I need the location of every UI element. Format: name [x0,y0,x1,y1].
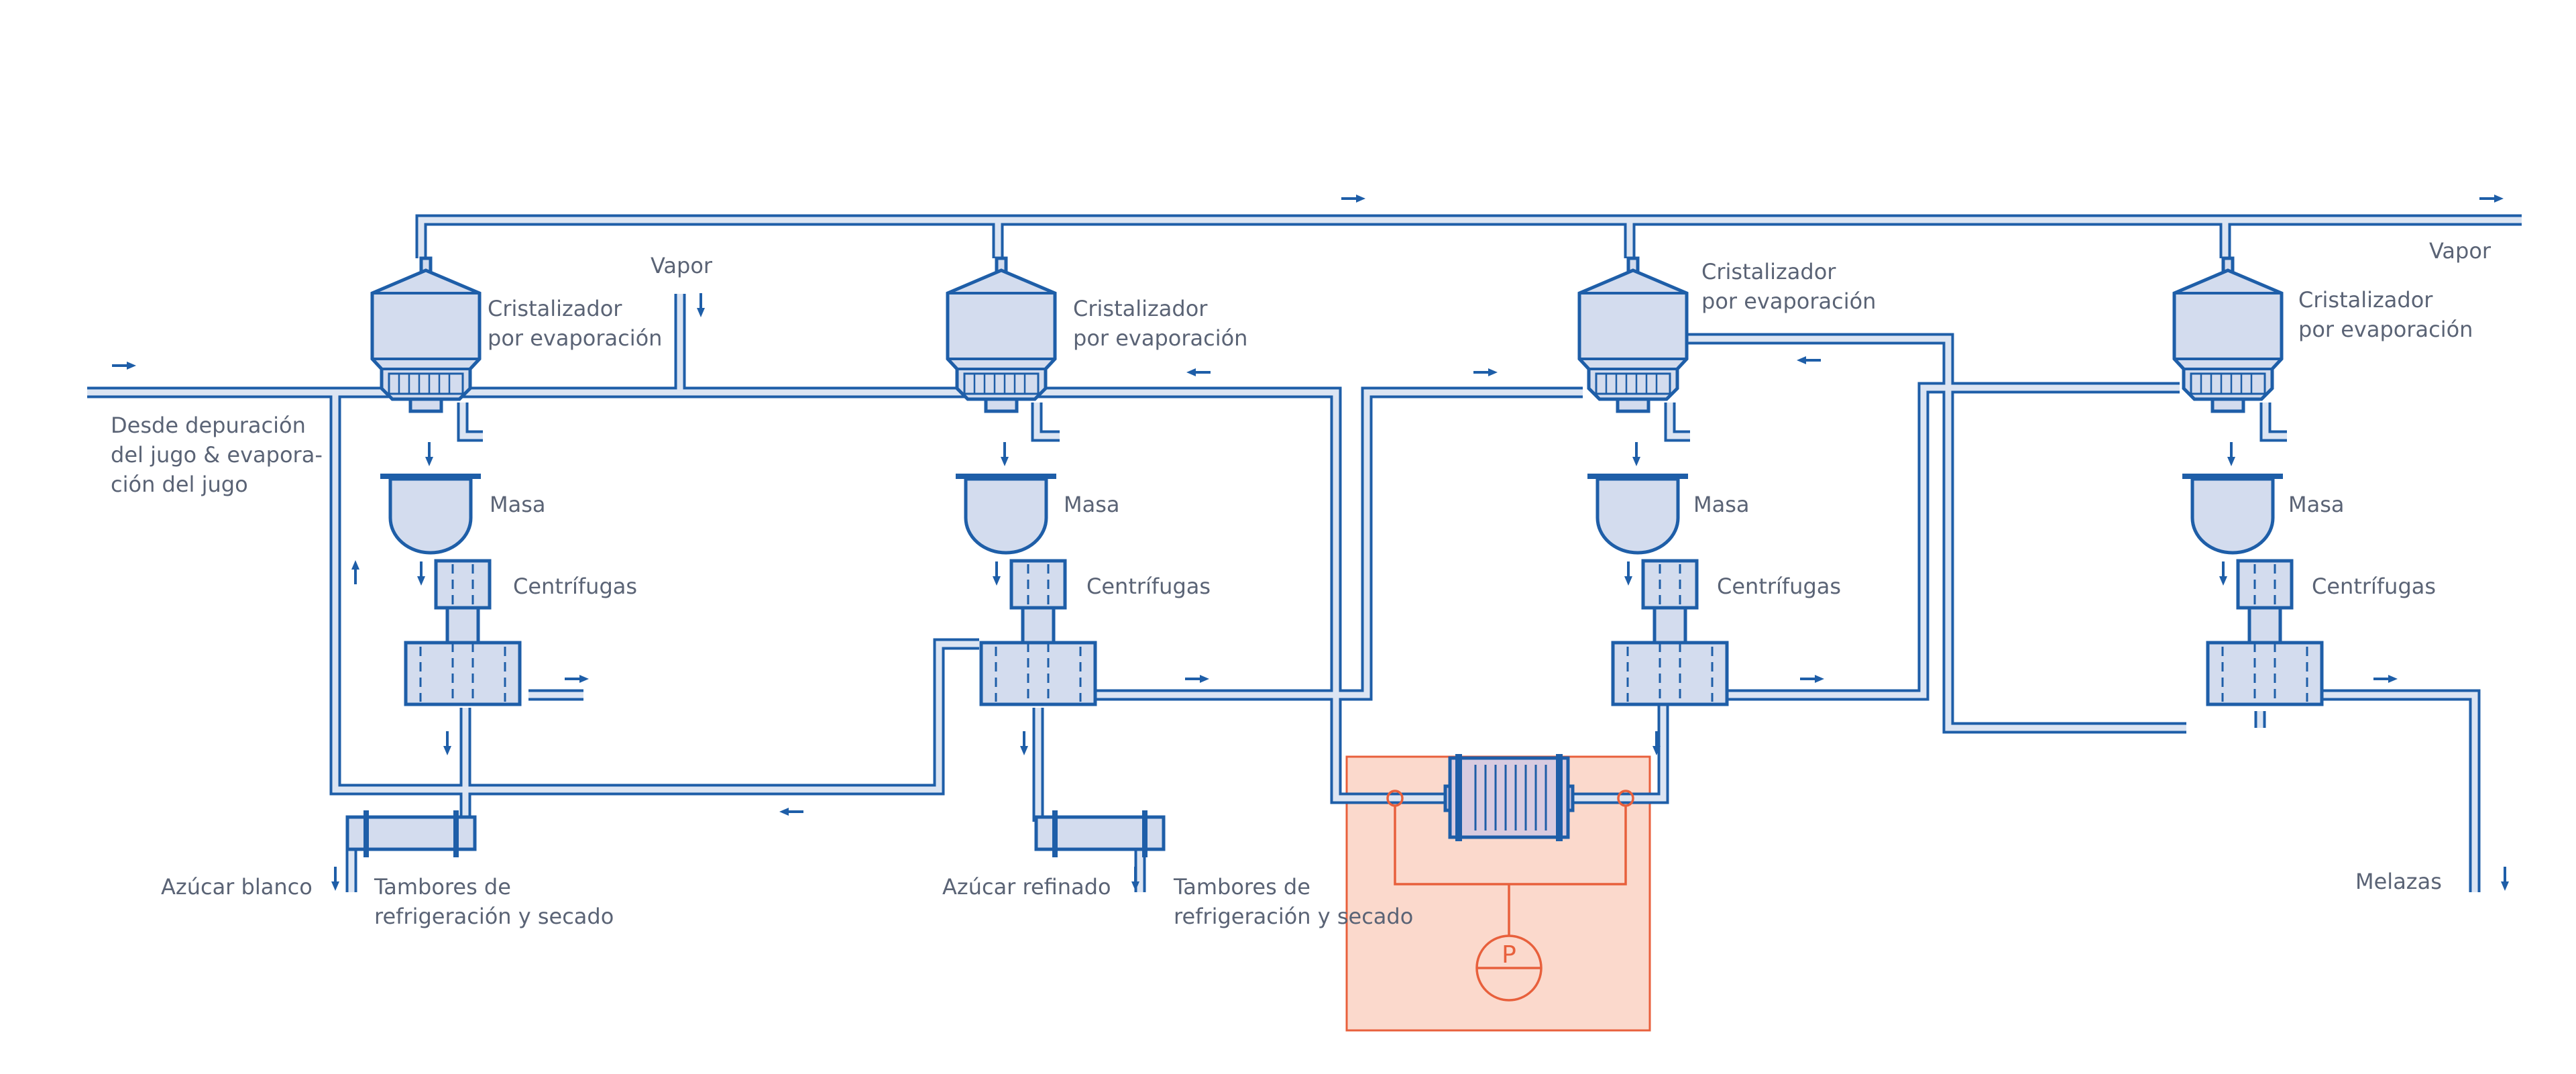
flow-arrow-icon [1185,367,1212,378]
flow-arrow-icon [1623,560,1634,587]
crystallizer-3-label-line-1: Cristalizador [1701,259,1836,284]
crystallizer-1-label-line-2: por evaporación [488,325,662,351]
flow-arrow-icon [1184,674,1211,684]
flow-arrow-icon [2372,674,2399,684]
masa-tank-4-icon [2182,474,2283,553]
crystallizer-1-icon [372,258,480,411]
centrifugas-label-4: Centrífugas [2312,574,2436,599]
flow-arrow-icon [1795,355,1822,366]
flow-arrow-icon [2478,193,2505,204]
flow-arrow-icon [330,865,341,892]
drum-1-icon [347,810,475,857]
flow-arrow-icon [424,441,435,468]
flow-arrow-icon [111,360,137,371]
masa-label-2: Masa [1064,492,1120,517]
masa-tank-1-icon [380,474,481,553]
centrifugas-label-1: Centrífugas [513,574,637,599]
crystallizer-2-label-line-2: por evaporación [1073,325,1247,351]
pump-label: P [1502,941,1516,969]
flow-arrow-icon [1472,367,1499,378]
pump-icon: P [1386,790,1634,1002]
flow-arrow-icon [2500,865,2510,892]
flow-arrow-icon [991,560,1002,587]
drum-2-icon [1036,810,1164,857]
flow-arrow-icon [778,806,805,817]
crystallizer-1-label-line-1: Cristalizador [488,296,622,321]
centrifuge-4-icon [2208,561,2322,704]
plate-heat-exchanger-icon [1443,754,1575,841]
vapor-label-2: Vapor [2429,238,2491,264]
masa-tank-2-icon [956,474,1056,553]
flow-arrow-icon [999,441,1010,468]
masa-tank-3-icon [1587,474,1688,553]
crystallizer-2-icon [948,258,1055,411]
centrifugas-label-2: Centrífugas [1086,574,1211,599]
vapor-label-1: Vapor [651,253,713,278]
pipe-network [87,214,2522,892]
flow-arrow-icon [2218,560,2229,587]
crystallizer-4-label-line-1: Cristalizador [2298,287,2433,313]
crystallizer-2-label-line-1: Cristalizador [1073,296,1208,321]
flow-arrow-icon [442,730,453,757]
drums-1-label-line-2: refrigeración y secado [374,904,614,929]
crystallizer-4-icon [2174,258,2282,411]
flow-arrow-icon [1340,193,1367,204]
flow-arrow-icon [416,560,427,587]
flow-arrow-icon [695,292,706,319]
crystallizer-3-icon [1579,258,1687,411]
feed-label-line-1: Desde depuración [111,413,306,438]
flow-arrow-icon [1631,441,1642,468]
drums-2-label-line-2: refrigeración y secado [1174,904,1413,929]
flow-arrow-icon [1019,730,1029,757]
drums-1-label-line-1: Tambores de [374,874,511,900]
centrifuge-2-icon [981,561,1095,704]
masa-label-4: Masa [2288,492,2345,517]
refined-sugar-label: Azúcar refinado [942,874,1111,900]
flow-arrow-icon [350,559,361,586]
centrifugas-label-3: Centrífugas [1717,574,1841,599]
masa-label-1: Masa [490,492,546,517]
centrifuge-3-icon [1613,561,1727,704]
labels: Vapor Vapor Desde depuración del jugo & … [111,238,2491,929]
feed-label-line-2: del jugo & evapora- [111,442,323,468]
flow-arrow-icon [2226,441,2237,468]
feed-label-line-3: ción del jugo [111,472,248,497]
crystallizer-3-label-line-2: por evaporación [1701,288,1876,314]
crystallizer-4-label-line-2: por evaporación [2298,317,2473,342]
flow-arrow-icon [563,674,590,684]
drums-2-label-line-1: Tambores de [1173,874,1310,900]
centrifuge-1-icon [406,561,520,704]
masa-label-3: Masa [1693,492,1750,517]
molasses-label: Melazas [2355,869,2442,894]
white-sugar-label: Azúcar blanco [161,874,313,900]
flow-arrow-icon [1799,674,1826,684]
